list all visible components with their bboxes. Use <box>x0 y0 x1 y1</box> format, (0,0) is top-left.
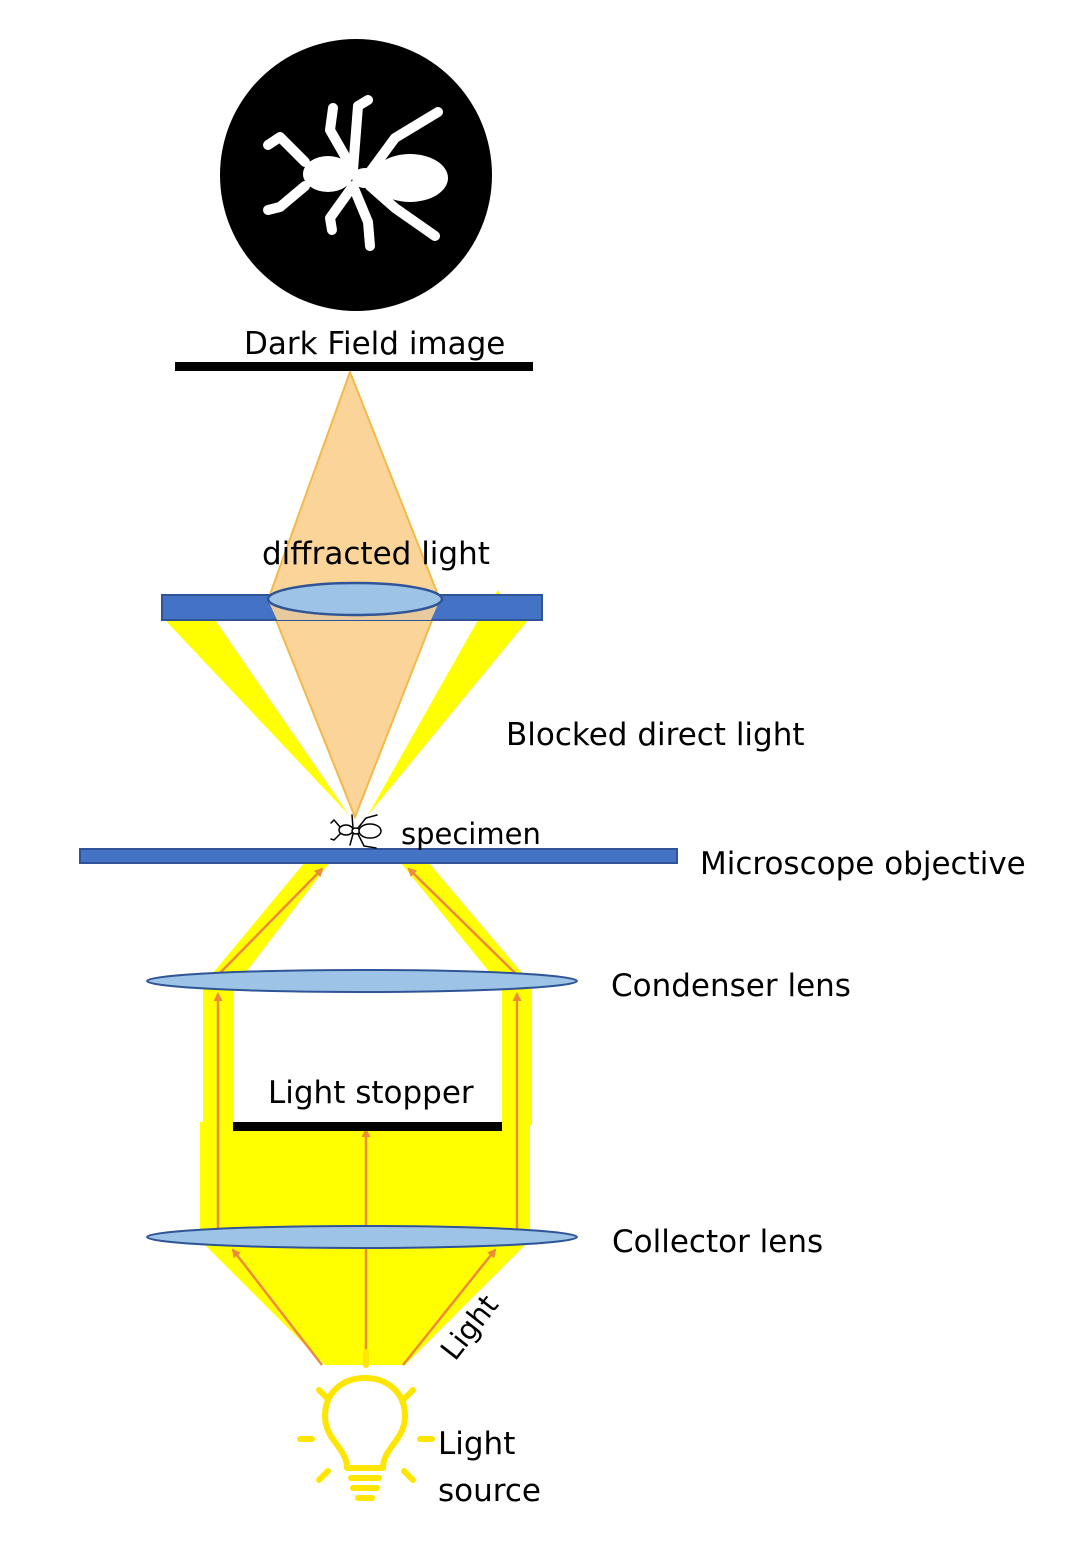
collector-lens-label: Collector lens <box>612 1224 823 1260</box>
blocked-wedge-right <box>368 620 528 815</box>
dark-field-image <box>220 39 492 311</box>
arrow-icon <box>217 867 324 976</box>
blocked-direct-light-label: Blocked direct light <box>506 717 805 753</box>
dark-field-image-label: Dark Field image <box>244 326 505 362</box>
specimen-label: specimen <box>401 817 541 851</box>
light-bulb-icon <box>297 1349 435 1501</box>
light-source-label-line2: source <box>438 1473 541 1509</box>
collector-lens <box>146 1225 578 1249</box>
arrow-icon <box>231 1248 323 1366</box>
microscope-objective-label: Microscope objective <box>700 846 1026 882</box>
light-stopper-bar <box>233 1122 502 1131</box>
ant-icon <box>263 95 448 251</box>
arrow-icon <box>407 867 518 976</box>
objective-lens <box>266 581 444 617</box>
light-stopper-label: Light stopper <box>268 1075 474 1111</box>
condenser-lens-label: Condenser lens <box>611 968 851 1004</box>
blocked-wedge-left <box>165 620 349 815</box>
diffracted-light-label: diffracted light <box>262 536 490 572</box>
arrow-icon <box>402 1248 497 1366</box>
microscope-objective-bar <box>79 848 678 864</box>
light-source-label-line1: Light <box>438 1426 515 1462</box>
condenser-lens <box>146 969 578 993</box>
image-plane-bar <box>175 362 533 371</box>
specimen-ant-icon <box>330 814 382 849</box>
